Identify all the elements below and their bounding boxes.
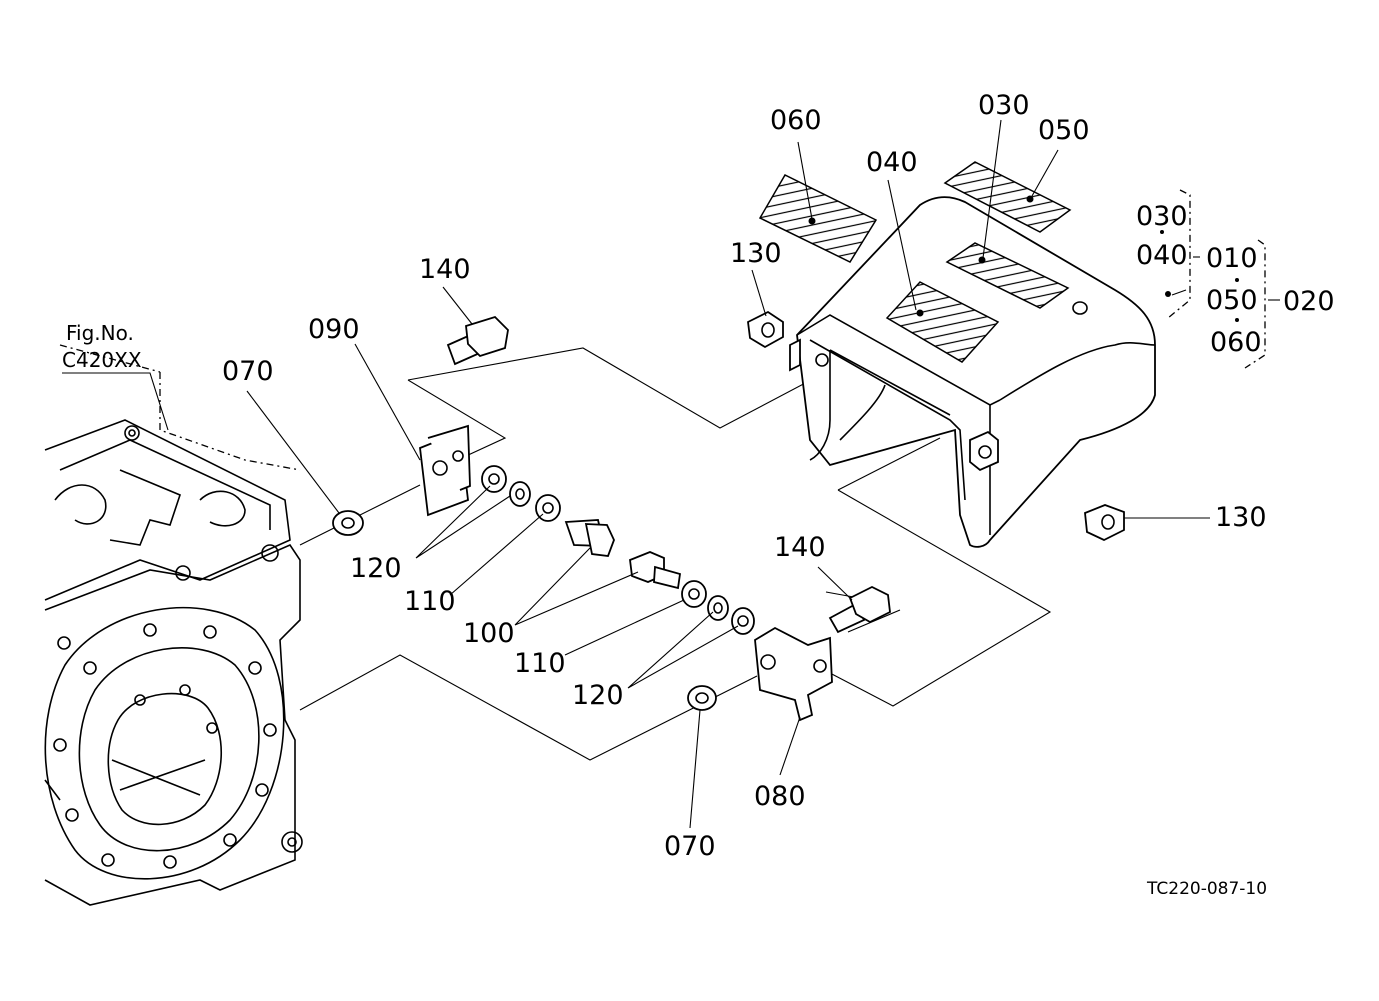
callout-110-upper: 110 <box>404 586 456 617</box>
bracket-080 <box>754 626 833 722</box>
callout-030: 030 <box>978 90 1030 121</box>
callout-080: 080 <box>754 781 806 812</box>
callout-040: 040 <box>866 147 918 178</box>
callout-070-bottom: 070 <box>664 831 716 862</box>
callout-070-left: 070 <box>222 356 274 387</box>
decal-050 <box>943 161 1072 233</box>
callout-130-left: 130 <box>730 238 782 269</box>
callout-060: 060 <box>770 105 822 136</box>
group-callout-040: 040 <box>1136 240 1188 271</box>
bolt-140-lower <box>828 585 891 634</box>
fig-no-leader <box>62 372 169 431</box>
assembly-guide-lines <box>299 347 1052 761</box>
callout-120-lower: 120 <box>572 680 624 711</box>
callout-010: 010 <box>1206 243 1258 274</box>
bolt-100-upper <box>564 519 615 557</box>
nut-130-right <box>1084 504 1125 542</box>
washer-070-bottom <box>687 685 717 711</box>
bolt-100-lower <box>629 551 682 590</box>
callout-100: 100 <box>463 618 515 649</box>
callout-130-right: 130 <box>1215 502 1267 533</box>
washer-set-upper <box>481 465 561 522</box>
drawing-code: TC220-087-10 <box>1146 879 1267 899</box>
washer-set-lower <box>681 580 755 635</box>
bolt-140-upper <box>446 315 509 366</box>
callout-050: 050 <box>1038 115 1090 146</box>
leader-lines <box>246 119 1210 829</box>
bracket-090 <box>419 424 471 517</box>
fig-no-label: Fig.No. <box>66 321 134 345</box>
group-callout-030: 030 <box>1136 201 1188 232</box>
nut-130-left <box>747 310 784 349</box>
callout-110-lower: 110 <box>514 648 566 679</box>
callout-120-upper: 120 <box>350 553 402 584</box>
decal-030 <box>945 242 1070 309</box>
fig-number: C420XX <box>62 348 142 372</box>
callout-140-upper: 140 <box>419 254 471 285</box>
group-brackets <box>1160 189 1280 369</box>
callout-140-lower: 140 <box>774 532 826 563</box>
transmission-case <box>44 344 303 906</box>
decal-060 <box>758 174 878 263</box>
callout-090: 090 <box>308 314 360 345</box>
group-callout-060: 060 <box>1210 327 1262 358</box>
cover-assembly <box>789 196 1156 548</box>
group-callout-050: 050 <box>1206 285 1258 316</box>
callout-020: 020 <box>1283 286 1335 317</box>
washer-070-left <box>332 510 364 536</box>
